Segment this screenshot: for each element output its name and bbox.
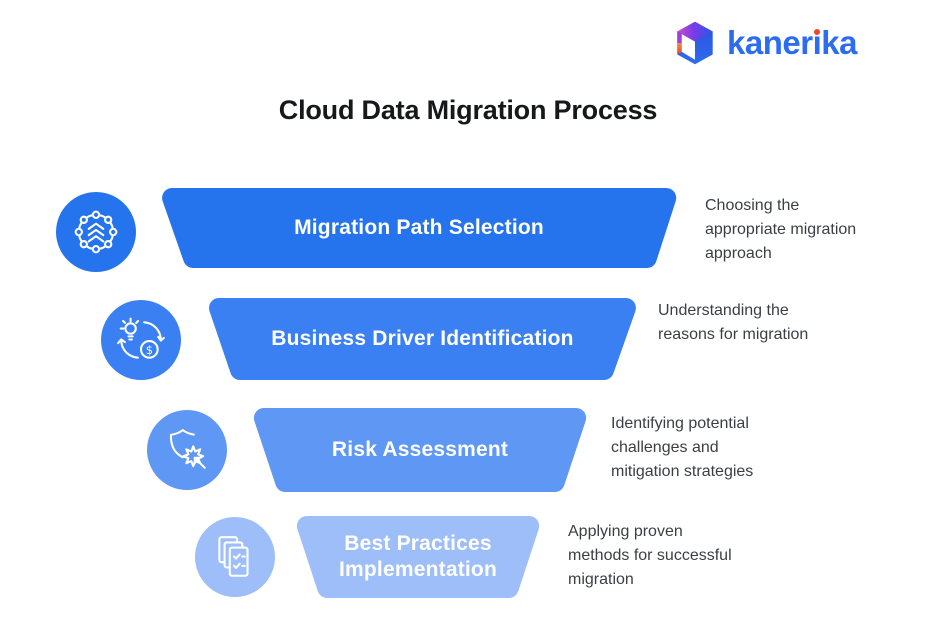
funnel-bar-step-2	[209, 298, 636, 380]
step-2-description: Understanding the reasons for migration	[658, 302, 809, 343]
network-nodes-icon	[74, 210, 118, 254]
wordmark-part: kaner	[727, 24, 813, 61]
i-dot	[814, 29, 821, 35]
kanerika-cube-icon	[677, 21, 713, 65]
step-1-icon-badge	[56, 192, 136, 272]
checklist-documents-icon	[218, 536, 249, 577]
funnel-bar-label: Business Driver Identification	[271, 327, 574, 350]
step-4-description: Applying proven methods for successful m…	[568, 523, 732, 588]
funnel-bar-label: Best Practices Implementation	[339, 532, 497, 581]
funnel-bar-label: Migration Path Selection	[294, 216, 544, 239]
step-1-description: Choosing the appropriate migration appro…	[705, 197, 857, 262]
page-title: Cloud Data Migration Process	[278, 95, 658, 125]
wordmark-letter-i: ı	[812, 24, 822, 61]
shield-impact-icon	[169, 429, 206, 469]
svg-text:$: $	[146, 343, 153, 357]
step-3-description: Identifying potential challenges and mit…	[611, 415, 754, 480]
wordmark-part: ka	[821, 24, 857, 61]
funnel-bar-step-1	[162, 188, 677, 268]
step-3-icon-badge	[147, 410, 227, 490]
funnel-bar-step-4	[296, 516, 540, 598]
funnel-bar-step-3	[253, 408, 587, 492]
step-4-icon-badge	[195, 517, 275, 597]
step-2-icon-badge: $	[101, 300, 181, 380]
idea-to-value-cycle-icon: $	[117, 317, 165, 359]
funnel-bar-label: Risk Assessment	[331, 438, 509, 461]
